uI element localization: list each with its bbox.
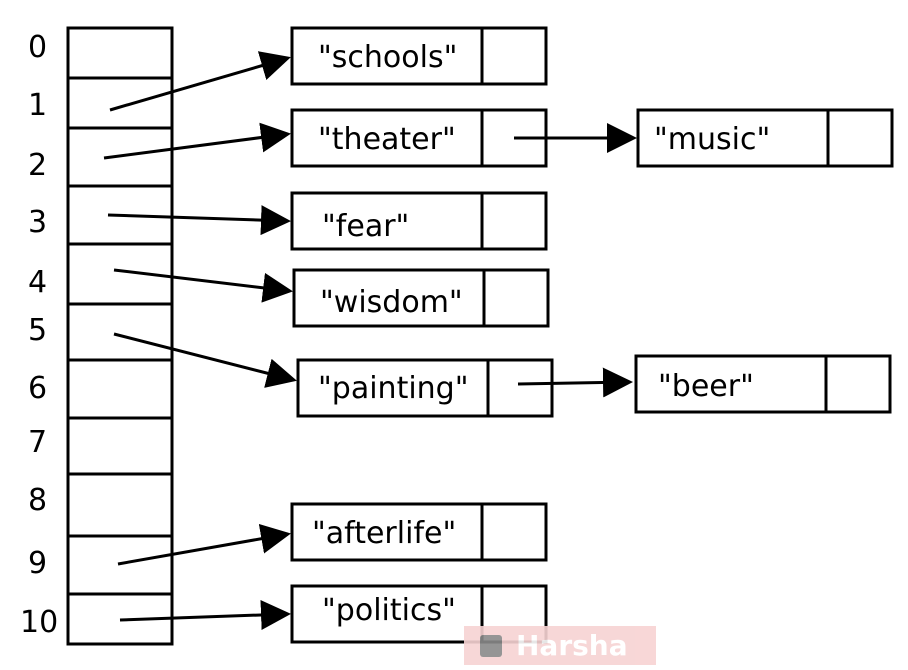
bucket-slot-0 — [66, 26, 174, 80]
bucket-index-label: 3 — [28, 205, 47, 240]
bucket-slot-1 — [66, 76, 174, 130]
watermark-logo-icon — [480, 635, 502, 657]
node-label: "wisdom" — [320, 285, 463, 320]
bucket-index-label: 2 — [28, 148, 47, 183]
node-box — [636, 108, 894, 168]
bucket-index-label: 0 — [28, 30, 47, 65]
node-box — [290, 502, 548, 562]
node-fear: "fear" — [290, 191, 548, 251]
node-label: "fear" — [322, 209, 409, 244]
node-label: "theater" — [318, 122, 456, 157]
node-label: "painting" — [318, 371, 469, 406]
bucket-index-label: 7 — [28, 425, 47, 460]
bucket-index-label: 8 — [28, 483, 47, 518]
node-painting: "painting" — [296, 358, 554, 418]
bucket-index-label: 5 — [28, 313, 47, 348]
arrow-slot-5-to-painting — [113, 332, 297, 388]
bucket-index-label: 6 — [28, 371, 47, 406]
bucket-slot-6 — [66, 358, 174, 420]
node-afterlife: "afterlife" — [290, 502, 548, 562]
node-label: "music" — [654, 122, 770, 157]
watermark-text: Harsha — [516, 629, 628, 662]
watermark: Harsha — [464, 626, 656, 665]
node-box — [290, 26, 548, 86]
arrow-slot-4-to-wisdom — [113, 268, 293, 303]
node-box — [296, 358, 554, 418]
node-box — [292, 268, 550, 328]
bucket-slot-7 — [66, 416, 174, 476]
node-politics: "politics" — [290, 584, 548, 644]
node-theater: "theater" — [290, 108, 548, 168]
node-label: "politics" — [322, 593, 456, 628]
arrow-slot-9-to-afterlife — [117, 523, 291, 566]
node-schools: "schools" — [290, 26, 548, 86]
node-label: "schools" — [318, 40, 457, 75]
bucket-index-label: 10 — [20, 605, 58, 640]
arrow-slot-10-to-politics — [119, 599, 291, 630]
bucket-index-labels: 0 1 2 3 4 5 6 7 8 9 10 — [20, 30, 58, 640]
node-wisdom: "wisdom" — [292, 268, 550, 328]
node-box — [634, 354, 892, 414]
bucket-index-label: 1 — [28, 88, 47, 123]
arrow-slot-3-to-fear — [107, 205, 291, 236]
arrow-slot-2-to-theater — [103, 122, 291, 160]
node-beer: "beer" — [634, 354, 892, 414]
node-box — [290, 191, 548, 251]
arrow-painting-to-beer — [517, 367, 633, 398]
node-music: "music" — [636, 108, 894, 168]
bucket-slot-8 — [66, 472, 174, 538]
node-label: "beer" — [658, 369, 754, 404]
pointer-arrows — [103, 51, 637, 630]
node-label: "afterlife" — [312, 516, 456, 551]
bucket-slot-5 — [66, 302, 174, 362]
bucket-index-label: 9 — [28, 546, 47, 581]
arrow-slot-1-to-schools — [109, 51, 291, 112]
node-box — [290, 108, 548, 168]
bucket-array — [66, 26, 174, 646]
bucket-index-label: 4 — [28, 265, 47, 300]
